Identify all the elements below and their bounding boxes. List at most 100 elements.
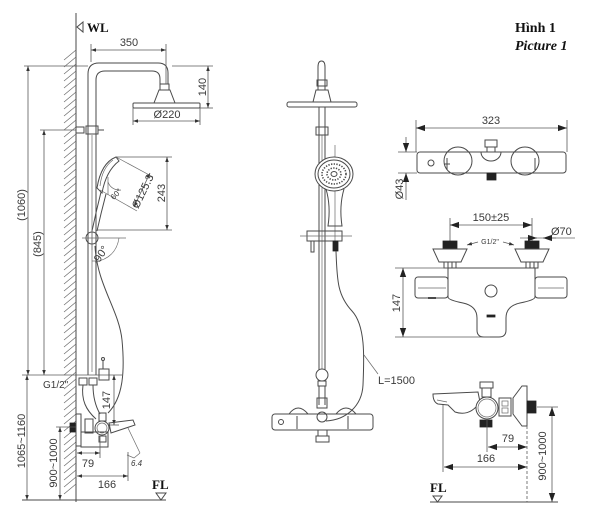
rain-shower-head — [286, 101, 358, 108]
mixer-top-view: 323 Ø43 — [394, 115, 568, 200]
inlet-pipe — [92, 384, 101, 415]
wall-hatch-line — [63, 161, 77, 173]
wall-hatch-line — [63, 455, 77, 467]
wall-nut — [526, 400, 537, 414]
mixer-front-view: 150±25 Ø70 G1/2" 147 — [391, 212, 575, 338]
flange-detail — [501, 400, 509, 407]
slider-nut — [317, 380, 327, 387]
mixer-handle-left — [414, 276, 449, 299]
mixer-body — [447, 267, 536, 338]
inlet-fitting-right — [524, 240, 540, 250]
wall-hatch-line — [63, 112, 77, 124]
mixer-bottom-nut — [479, 419, 493, 428]
hand-shower-handle — [325, 188, 345, 227]
flange-detail — [501, 407, 509, 414]
bath-spout — [432, 391, 481, 414]
riser-top-cap — [317, 60, 326, 90]
wall-hatch-line — [63, 91, 77, 103]
inlet-nut — [88, 377, 98, 386]
hand-shower-handle — [91, 191, 107, 232]
diverter-knob — [98, 412, 107, 422]
riser-pipe-inner — [95, 70, 161, 375]
slide-bottom-bracket — [98, 368, 110, 381]
wall-hatch-line — [63, 469, 77, 481]
wall-hatch-line — [63, 266, 77, 278]
diverter-stem — [486, 146, 496, 153]
bath-spout — [108, 419, 136, 434]
hand-shower-diameter-label: Ø125.3 — [130, 173, 157, 211]
wall-hatch — [63, 49, 77, 495]
inlet-thread-leader — [502, 241, 515, 246]
wall-hatch-line — [63, 392, 77, 404]
inlet-centers-label: 150±25 — [473, 212, 510, 224]
wall-hatch-line — [63, 189, 77, 201]
wall-hatch-line — [63, 413, 77, 425]
mixer-knob-left — [288, 407, 309, 415]
riser-connector — [315, 126, 329, 136]
floor-level-marker-icon — [155, 492, 167, 501]
mixer-valve-inner — [477, 398, 497, 418]
wall-hatch-line — [63, 399, 77, 411]
mixer-flange — [498, 397, 512, 417]
mixer-offset-label: 79 — [82, 458, 94, 470]
wall-hatch-line — [63, 252, 77, 264]
overall-height-label: (1060) — [16, 189, 28, 221]
wall-hatch-line — [63, 56, 77, 68]
wall-hatch-line — [63, 98, 77, 110]
wall-hatch-line — [63, 70, 77, 82]
spout-projection-label: 166 — [98, 479, 116, 491]
escutcheon-right — [514, 248, 550, 263]
shower-hose — [325, 250, 365, 422]
wall-bracket-height-label: (845) — [32, 231, 44, 257]
mixer-to-riser-label: 147 — [101, 391, 113, 409]
spout-angle-label: 6.4 — [131, 459, 143, 468]
wall-level-label: WL — [87, 20, 109, 35]
wall-hatch-line — [63, 147, 77, 159]
spout-angle-arc — [126, 452, 141, 459]
mixer-height-label: 900~1000 — [537, 431, 549, 480]
wall-hatch-line — [63, 126, 77, 138]
extension-line — [99, 189, 138, 212]
wall-hatch-line — [63, 322, 77, 334]
mixer-offset-label: 79 — [502, 433, 514, 445]
inlet-fitting-left — [442, 240, 458, 250]
mixer-bottom-outlet — [315, 435, 330, 443]
wall-hatch-line — [63, 168, 77, 180]
side-view: WL 350 140 Ø220 — [16, 13, 213, 502]
wall-hatch-line — [63, 483, 77, 495]
diverter-cap — [484, 139, 498, 148]
wall-hatch-line — [63, 294, 77, 306]
wall-plate — [75, 413, 82, 447]
mixer-valve — [475, 396, 499, 420]
wall-hatch-line — [63, 301, 77, 313]
mixer-flange — [84, 418, 94, 434]
wall-hatch-line — [63, 315, 77, 327]
hand-shower-nozzles-outer — [321, 163, 347, 185]
front-view: L=1500 — [271, 60, 415, 443]
wall-hatch-line — [63, 259, 77, 271]
inlet-nut — [78, 377, 88, 386]
mixer-top-fitting — [316, 397, 328, 409]
mixer-bottom-nut — [486, 172, 497, 181]
wall-hatch-line — [63, 371, 77, 383]
slide-rod-cap — [101, 357, 105, 361]
wall-hatch-line — [63, 133, 77, 145]
mixer-knob-right — [510, 146, 540, 176]
diverter-stem — [481, 387, 492, 398]
hand-shower-head — [314, 156, 354, 192]
hose-connector — [332, 240, 339, 252]
inlet-nut-left — [443, 261, 457, 269]
mixer-bottom-nut — [98, 435, 107, 443]
hand-shower-center — [330, 171, 338, 177]
wall-hatch-line — [63, 154, 77, 166]
wall-hatch-line — [63, 287, 77, 299]
spout-projection-label: 166 — [477, 453, 495, 465]
riser-pipe-outer — [87, 62, 169, 375]
wall-hatch-line — [63, 476, 77, 488]
wall-hatch-line — [63, 336, 77, 348]
wall-hatch-line — [63, 105, 77, 117]
wall-hatch-line — [63, 175, 77, 187]
floor-level-label: FL — [430, 480, 447, 495]
floor-level-marker-icon — [432, 495, 443, 503]
